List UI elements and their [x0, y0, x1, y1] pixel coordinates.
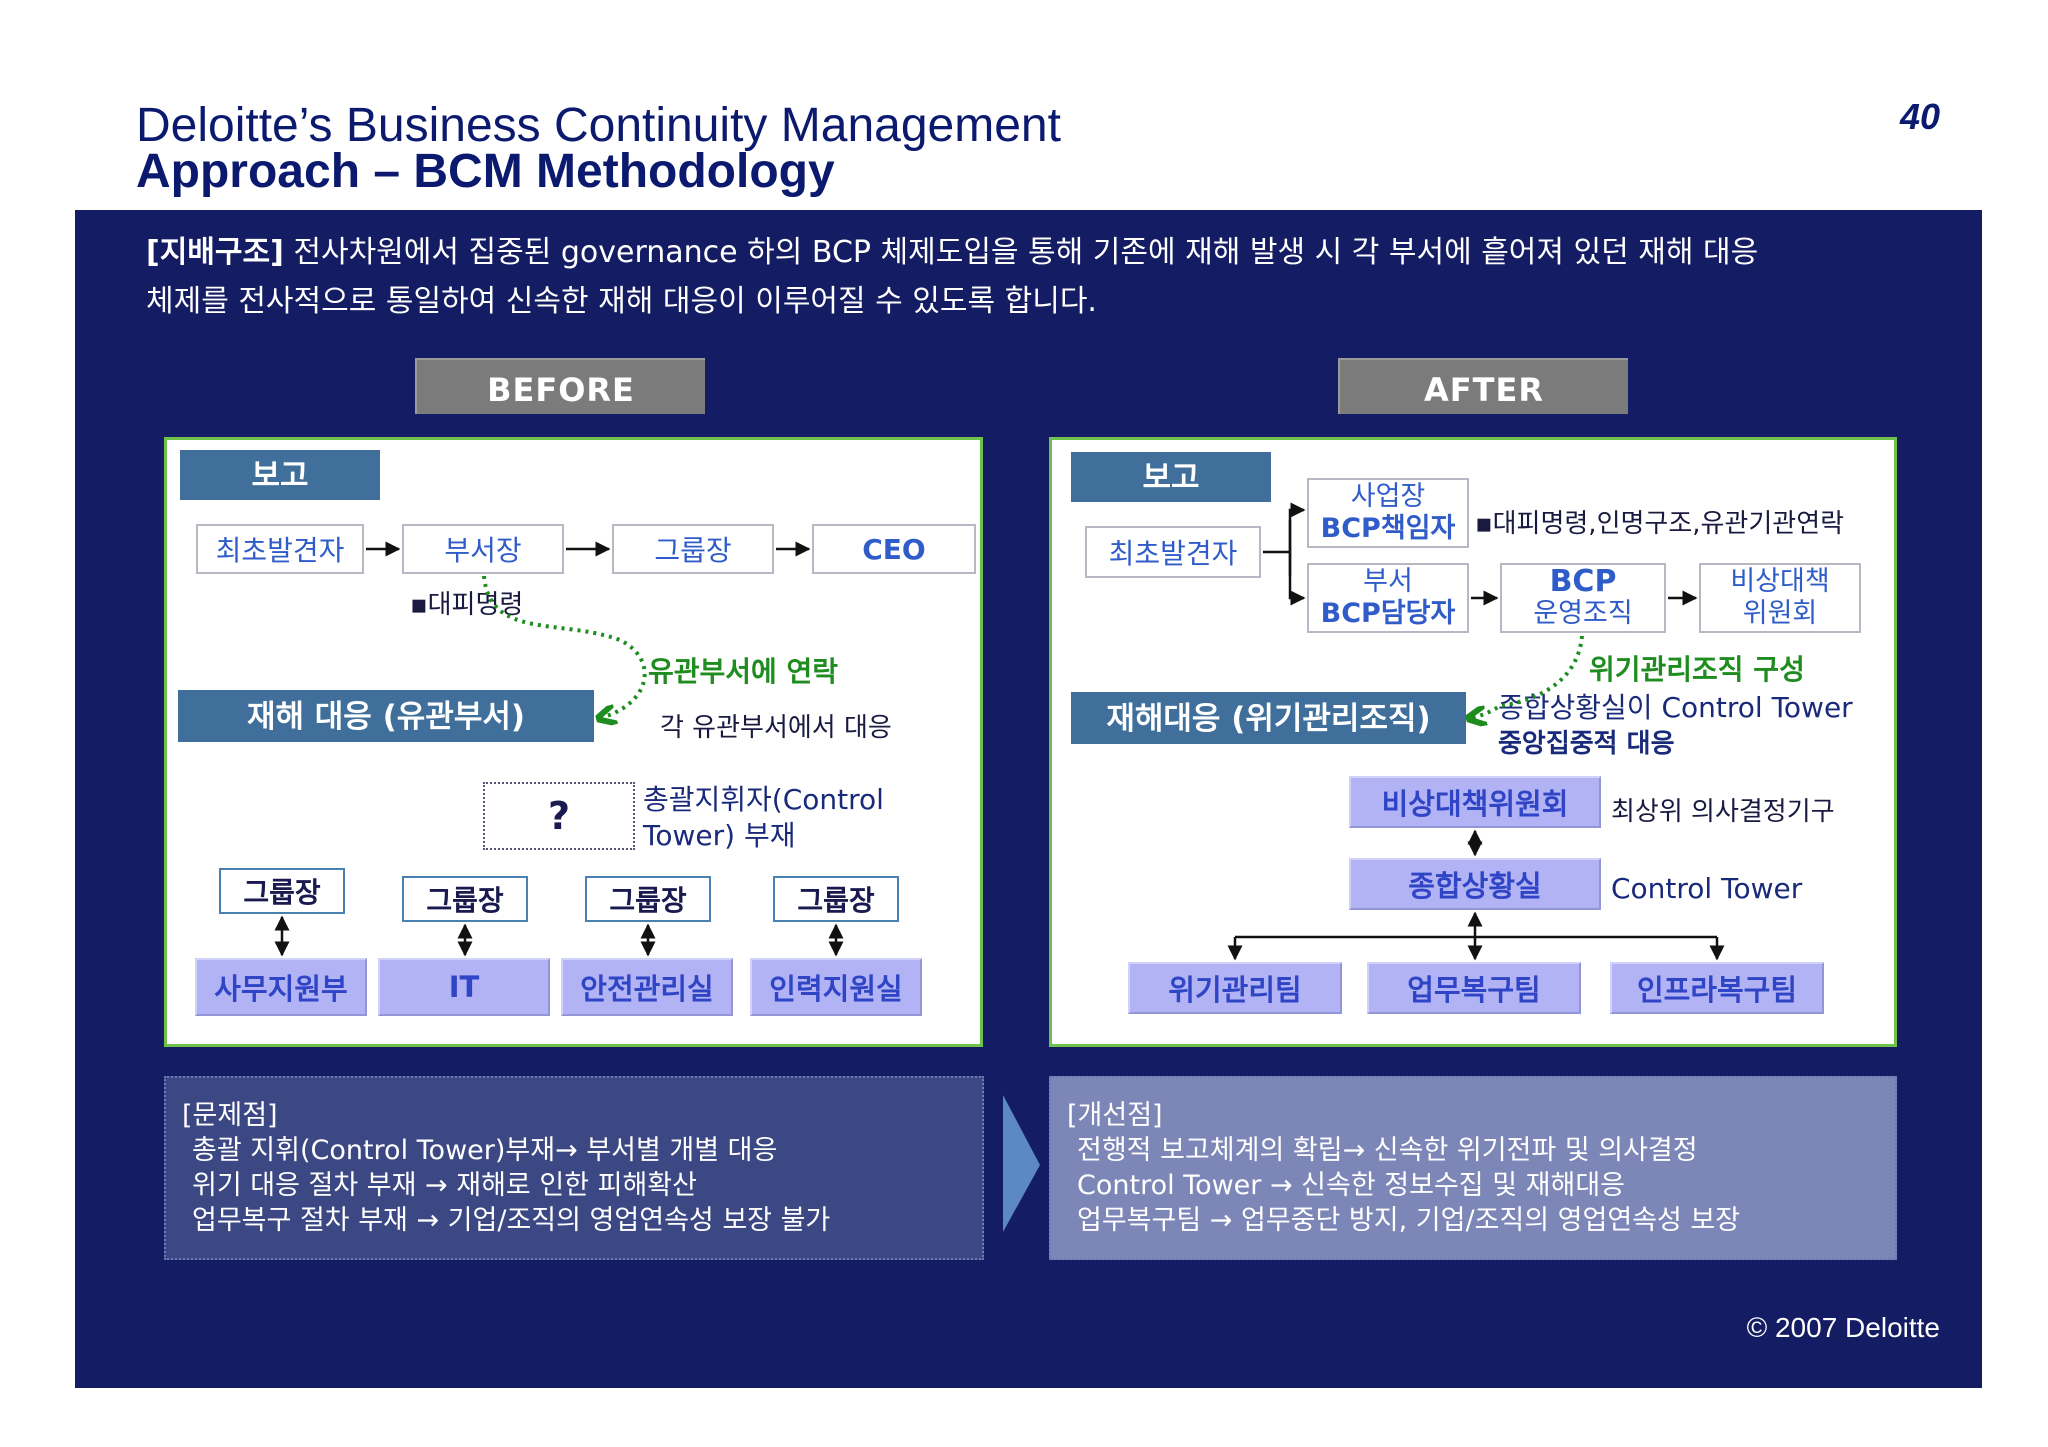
before-group-head-1: 그룹장: [219, 868, 345, 914]
after-dept-bcp-officer: 부서 BCP담당자: [1307, 563, 1469, 633]
before-commander-note: 총괄지휘자(Control Tower) 부재: [643, 782, 884, 854]
page-number: 40: [1899, 96, 1940, 137]
problems-box: [문제점] 총괄 지휘(Control Tower)부재→ 부서별 개별 대응 …: [164, 1076, 984, 1260]
ops-line1: BCP: [1549, 564, 1617, 599]
problem-line: 총괄 지휘(Control Tower)부재→ 부서별 개별 대응: [192, 1135, 778, 1166]
after-site-note: ▪대피명령,인명구조,유관기관연락: [1475, 509, 1845, 539]
before-dept-head: 부서장: [402, 524, 564, 574]
committee-line1: 비상대책: [1730, 566, 1830, 597]
before-ceo: CEO: [812, 524, 976, 574]
improvement-line: 업무복구팀 → 업무중단 방지, 기업/조직의 영업연속성 보장: [1077, 1205, 1741, 1236]
after-control-note: 종합상황실이 Control Tower 중앙집중적 대응: [1498, 690, 1853, 762]
after-team-crisis: 위기관리팀: [1128, 962, 1342, 1014]
after-site-bcp-manager: 사업장 BCP책임자: [1307, 478, 1469, 548]
after-situation-room: 종합상황실: [1349, 858, 1601, 910]
dept-manager-line1: 부서: [1363, 566, 1413, 597]
before-first-finder: 최초발견자: [196, 524, 364, 574]
before-evacuation-note: ▪대피명령: [410, 590, 524, 620]
before-group-head-3: 그룹장: [585, 876, 711, 922]
before-group-head-4: 그룹장: [773, 876, 899, 922]
before-dept-office-support: 사무지원부: [195, 958, 367, 1016]
after-report-label: 보고: [1071, 452, 1271, 502]
before-dept-safety: 안전관리실: [561, 958, 733, 1016]
after-branch-up: [1288, 502, 1306, 576]
improvements-title: [개선점]: [1067, 1100, 1163, 1131]
after-team-infra-recovery: 인프라복구팀: [1610, 962, 1824, 1014]
intro-line1: 전사차원에서 집중된 governance 하의 BCP 체제도입을 통해 기존…: [283, 235, 1759, 270]
site-manager-line1: 사업장: [1350, 481, 1426, 512]
before-dept-hr: 인력지원실: [750, 958, 922, 1016]
title-line2: Approach – BCM Methodology: [136, 145, 835, 198]
before-header: BEFORE: [415, 358, 705, 414]
improvement-line: Control Tower → 신속한 정보수집 및 재해대응: [1077, 1170, 1626, 1201]
dept-manager-line2: BCP담당자: [1320, 598, 1456, 629]
before-dept-it: IT: [378, 958, 550, 1016]
before-response-note: 각 유관부서에서 대응: [660, 713, 892, 743]
improvements-box: [개선점] 전행적 보고체계의 확립→ 신속한 위기전파 및 의사결정 Cont…: [1049, 1076, 1897, 1260]
site-manager-line2: BCP책임자: [1320, 513, 1456, 544]
intro-text: [지배구조] 전사차원에서 집중된 governance 하의 BCP 체제도입…: [146, 228, 1906, 326]
arrow-crisis-org-dotted: [1470, 635, 1584, 718]
after-team-business-recovery: 업무복구팀: [1367, 962, 1581, 1014]
before-group-head: 그룹장: [612, 524, 774, 574]
before-group-head-2: 그룹장: [402, 876, 528, 922]
title-line1: Deloitte’s Business Continuity Managemen…: [136, 99, 1061, 152]
after-top-committee: 비상대책위원회: [1349, 776, 1601, 828]
commander-note-line2: Tower) 부재: [643, 819, 796, 852]
problem-line: 업무복구 절차 부재 → 기업/조직의 영업연속성 보장 불가: [192, 1205, 831, 1236]
after-branch-down: [1288, 520, 1306, 606]
problem-line: 위기 대응 절차 부재 → 재해로 인한 피해확산: [192, 1170, 697, 1201]
control-note-line1: 종합상황실이 Control Tower: [1498, 691, 1853, 724]
after-first-finder: 최초발견자: [1085, 526, 1261, 578]
before-missing-commander: ?: [483, 782, 635, 850]
after-crisis-org-note: 위기관리조직 구성: [1589, 653, 1805, 686]
after-bcp-ops-org: BCP 운영조직: [1500, 563, 1666, 633]
before-report-label: 보고: [180, 450, 380, 500]
before-contact-note: 유관부서에 연락: [648, 655, 839, 688]
after-response-label: 재해대응 (위기관리조직): [1071, 692, 1466, 744]
after-header: AFTER: [1338, 358, 1628, 414]
after-situation-room-note: Control Tower: [1611, 872, 1803, 905]
arrow-contact-dotted: [482, 575, 647, 718]
improvement-line: 전행적 보고체계의 확립→ 신속한 위기전파 및 의사결정: [1077, 1135, 1698, 1166]
after-emergency-committee: 비상대책 위원회: [1699, 563, 1861, 633]
before-response-label: 재해 대응 (유관부서): [178, 690, 594, 742]
after-top-committee-note: 최상위 의사결정기구: [1611, 797, 1835, 827]
intro-tag: [지배구조]: [146, 235, 284, 270]
intro-line2: 체제를 전사적으로 통일하여 신속한 재해 대응이 이루어질 수 있도록 합니다…: [146, 284, 1097, 319]
problems-title: [문제점]: [182, 1100, 278, 1131]
commander-note-line1: 총괄지휘자(Control: [643, 783, 884, 816]
ops-line2: 운영조직: [1533, 598, 1633, 629]
copyright: © 2007 Deloitte: [1746, 1312, 1940, 1343]
committee-line2: 위원회: [1742, 598, 1818, 629]
control-note-line2: 중앙집중적 대응: [1498, 729, 1675, 759]
chevron-right-icon: [1003, 1095, 1040, 1232]
